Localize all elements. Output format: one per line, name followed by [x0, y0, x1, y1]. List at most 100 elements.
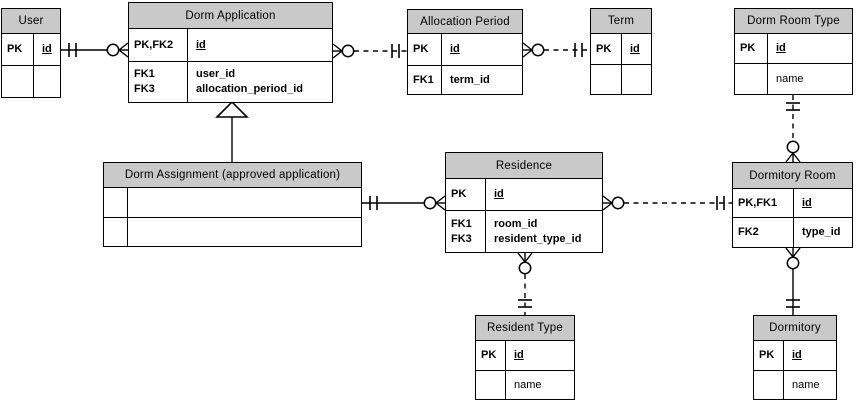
entity-row: PK id	[408, 34, 522, 65]
key-cell: PK	[446, 179, 486, 210]
field-id: id	[494, 188, 504, 200]
key-cell: PK	[754, 341, 784, 370]
entity-title-dorm_assignment: Dorm Assignment (approved application)	[104, 163, 361, 188]
field-cell: id	[506, 341, 574, 370]
field-cell: id	[486, 179, 602, 210]
relationship-dorm_application-allocation_period	[332, 43, 407, 59]
entity-row: PK id	[2, 34, 60, 65]
field-cell: type_id	[794, 218, 852, 247]
field-cell	[128, 218, 361, 246]
field-cell: name	[768, 64, 852, 94]
zero-or-many-symbol	[522, 42, 545, 58]
key-cell: FK1	[408, 66, 442, 94]
one-and-only-one-symbol	[786, 102, 800, 111]
field-id: id	[42, 43, 52, 55]
one-and-only-one-symbol	[716, 196, 725, 210]
entity-row: PK id	[476, 341, 574, 370]
zero-or-many-symbol	[106, 42, 129, 58]
entity-row	[591, 64, 651, 94]
key-cell: PK	[2, 34, 34, 65]
key-cell	[754, 371, 784, 399]
one-and-only-one-symbol	[574, 43, 583, 57]
key-label: FK1	[134, 68, 155, 80]
field-id: id	[514, 349, 524, 361]
entity-title-term: Term	[591, 9, 651, 34]
key-label: PK	[413, 43, 429, 55]
field-cell: name	[506, 371, 574, 399]
field-cell: id	[794, 189, 852, 217]
entity-row: name	[735, 63, 852, 94]
entity-dorm_assignment: Dorm Assignment (approved application)	[103, 162, 362, 247]
key-label: PK	[451, 188, 467, 200]
one-and-only-one-symbol	[68, 43, 77, 57]
key-cell	[591, 65, 622, 94]
field-id: id	[196, 38, 206, 51]
key-label: PK	[740, 42, 756, 54]
zero-or-many-symbol	[785, 247, 801, 270]
zero-or-many-symbol	[785, 140, 801, 163]
key-label: PK,FK1	[738, 196, 778, 209]
key-cell	[476, 371, 506, 399]
entity-title-resident_type: Resident Type	[476, 316, 574, 341]
field-resident_type_id: resident_type_id	[494, 232, 582, 245]
entity-title-user: User	[2, 9, 60, 34]
key-label: FK3	[134, 83, 155, 95]
key-cell	[735, 64, 768, 94]
relationship-dorm_application-dorm_assignment	[215, 100, 249, 162]
key-cell: PK	[476, 341, 506, 370]
key-cell: FK2	[733, 218, 794, 247]
key-label: PK,FK2	[134, 38, 174, 51]
key-label: PK	[596, 42, 612, 55]
relationship-allocation_period-term	[522, 42, 590, 58]
key-label: PK	[759, 349, 775, 361]
relationship-residence-resident_type	[517, 252, 533, 315]
field-id: id	[630, 42, 640, 55]
field-name: name	[776, 72, 804, 85]
field-cell: term_id	[442, 66, 522, 94]
one-and-only-one-symbol	[369, 196, 378, 210]
key-cell	[104, 188, 128, 217]
subtype-triangle-icon	[215, 100, 249, 118]
field-cell: id	[188, 29, 332, 61]
zero-or-many-symbol	[602, 195, 625, 211]
entity-title-dorm_room_type: Dorm Room Type	[735, 9, 852, 34]
field-user_id: user_id	[196, 68, 236, 80]
relationship-dorm_room_type-dormitory_room	[785, 95, 801, 163]
entity-row	[104, 188, 361, 217]
field-cell: name	[784, 371, 836, 399]
key-label: FK2	[738, 226, 759, 238]
entity-row: PK id	[446, 179, 602, 210]
key-label: PK	[7, 43, 23, 55]
field-cell	[622, 65, 651, 94]
key-cell	[2, 66, 34, 97]
one-and-only-one-symbol	[391, 44, 400, 58]
key-label: FK3	[451, 232, 472, 245]
entity-title-dormitory: Dormitory	[754, 316, 836, 341]
key-label: PK	[481, 349, 497, 361]
one-and-only-one-symbol	[518, 299, 532, 308]
key-cell	[104, 218, 128, 246]
entity-title-residence: Residence	[446, 153, 602, 179]
relationship-residence-dormitory_room	[602, 195, 732, 211]
entity-row: FK2 type_id	[733, 217, 852, 247]
field-cell: id	[442, 34, 522, 65]
relationship-dorm_assignment-residence	[362, 195, 446, 211]
zero-or-many-symbol	[517, 252, 533, 275]
field-id: id	[802, 196, 812, 209]
key-label: FK1	[451, 217, 472, 230]
